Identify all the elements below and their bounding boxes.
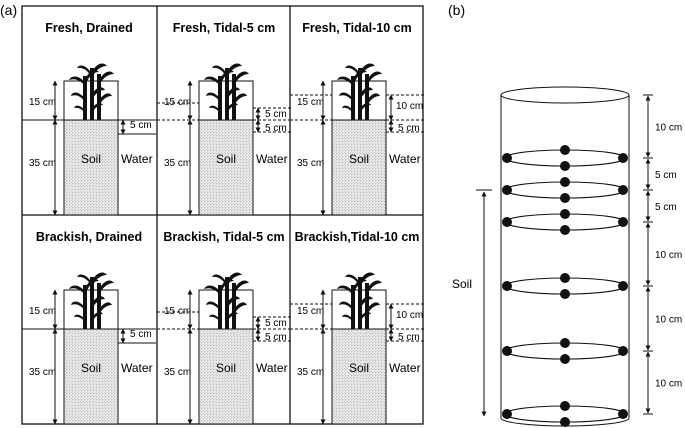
plant-icon bbox=[69, 272, 114, 329]
cell-title: Fresh, Drained bbox=[45, 21, 133, 35]
sensor-dot-left bbox=[502, 281, 512, 291]
panel-b-soil-label: Soil bbox=[452, 277, 472, 291]
water-mark-label: 5 cm bbox=[130, 120, 152, 131]
sampling-ring bbox=[502, 209, 628, 235]
panel-b-core-diagram: 10 cm 5 cm 5 cm 10 cm 10 cm 10 cm Soil bbox=[452, 86, 682, 427]
panel-a-label: (a) bbox=[0, 2, 17, 18]
soil-block bbox=[198, 328, 254, 425]
cell-title: Brackish, Tidal-5 cm bbox=[163, 230, 284, 244]
sensor-dot-back bbox=[560, 401, 570, 411]
dim-label-above: 15 cm bbox=[29, 97, 56, 108]
water-mark-label-1: 5 cm bbox=[265, 318, 287, 329]
soil-block bbox=[198, 119, 254, 216]
cell-title: Fresh, Tidal-10 cm bbox=[302, 21, 412, 35]
sensor-dot-left bbox=[502, 185, 512, 195]
dim-label-below: 35 cm bbox=[164, 367, 191, 378]
soil-block bbox=[63, 328, 119, 425]
soil-label: Soil bbox=[349, 152, 369, 166]
dim-label-above: 15 cm bbox=[297, 97, 324, 108]
water-label: Water bbox=[121, 152, 153, 166]
water-mark-label-1: 5 cm bbox=[265, 109, 287, 120]
treatment-cell: Fresh, Tidal-10 cm Soil Water 15 cm 35 cm 10 … bbox=[290, 21, 424, 216]
water-label: Water bbox=[121, 361, 153, 375]
water-mark-label-2: 5 cm bbox=[398, 123, 420, 134]
segment-label: 5 cm bbox=[655, 202, 677, 213]
sampling-ring bbox=[502, 177, 628, 203]
sensor-dot-right bbox=[618, 153, 628, 163]
water-mark-label-1: 10 cm bbox=[396, 101, 423, 112]
water-label: Water bbox=[256, 152, 288, 166]
water-mark-label: 5 cm bbox=[130, 329, 152, 340]
sensor-dot-right bbox=[618, 346, 628, 356]
segment-label: 10 cm bbox=[655, 379, 682, 390]
sensor-dot-right bbox=[618, 409, 628, 419]
soil-label: Soil bbox=[349, 361, 369, 375]
sensor-dot-back bbox=[560, 338, 570, 348]
dim-label-below: 35 cm bbox=[297, 158, 324, 169]
sensor-dot-back bbox=[560, 177, 570, 187]
segment-label: 10 cm bbox=[655, 250, 682, 261]
sensor-dot-front bbox=[560, 289, 570, 299]
cell-title: Brackish,Tidal-10 cm bbox=[295, 230, 420, 244]
soil-label: Soil bbox=[216, 152, 236, 166]
plant-icon bbox=[337, 272, 382, 329]
sampling-ring bbox=[502, 145, 628, 171]
water-mark-label-1: 10 cm bbox=[396, 310, 423, 321]
segment-label: 10 cm bbox=[655, 315, 682, 326]
cell-title: Brackish, Drained bbox=[36, 230, 142, 244]
dim-label-above: 15 cm bbox=[29, 306, 56, 317]
panel-b-label: (b) bbox=[448, 2, 465, 18]
sensor-dot-back bbox=[560, 145, 570, 155]
soil-block bbox=[331, 119, 387, 216]
dim-label-below: 35 cm bbox=[29, 158, 56, 169]
sensor-dot-right bbox=[618, 185, 628, 195]
plant-icon bbox=[69, 63, 114, 120]
cell-title: Fresh, Tidal-5 cm bbox=[173, 21, 276, 35]
plant-icon bbox=[337, 63, 382, 120]
sensor-dot-front bbox=[560, 225, 570, 235]
sensor-dot-left bbox=[502, 217, 512, 227]
dim-label-above: 15 cm bbox=[297, 306, 324, 317]
cylinder-top bbox=[500, 86, 630, 104]
treatment-cell: Brackish,Tidal-10 cm Soil Water 15 cm 35 cm 1… bbox=[290, 230, 424, 425]
soil-label: Soil bbox=[81, 152, 101, 166]
sampling-ring bbox=[502, 401, 628, 427]
dim-label-below: 35 cm bbox=[297, 367, 324, 378]
sensor-dot-right bbox=[618, 217, 628, 227]
sensor-dot-front bbox=[560, 354, 570, 364]
dim-label-below: 35 cm bbox=[164, 158, 191, 169]
sensor-dot-front bbox=[560, 193, 570, 203]
sensor-dot-back bbox=[560, 273, 570, 283]
sensor-dot-left bbox=[502, 153, 512, 163]
water-mark-label-2: 5 cm bbox=[265, 332, 287, 343]
water-mark-label-2: 5 cm bbox=[398, 332, 420, 343]
sensor-dot-left bbox=[502, 346, 512, 356]
soil-block bbox=[63, 119, 119, 216]
water-label: Water bbox=[389, 152, 421, 166]
soil-label: Soil bbox=[216, 361, 236, 375]
soil-label: Soil bbox=[81, 361, 101, 375]
sensor-dot-right bbox=[618, 281, 628, 291]
dim-label-below: 35 cm bbox=[29, 367, 56, 378]
water-mark-label-2: 5 cm bbox=[265, 123, 287, 134]
sensor-dot-front bbox=[560, 161, 570, 171]
plant-icon bbox=[204, 63, 249, 120]
water-label: Water bbox=[256, 361, 288, 375]
sampling-ring bbox=[502, 273, 628, 299]
water-label: Water bbox=[389, 361, 421, 375]
sensor-dot-front bbox=[560, 417, 570, 427]
segment-label: 5 cm bbox=[655, 170, 677, 181]
soil-block bbox=[331, 328, 387, 425]
sensor-dot-back bbox=[560, 209, 570, 219]
sampling-ring bbox=[502, 338, 628, 364]
segment-label: 10 cm bbox=[655, 123, 682, 134]
sensor-dot-left bbox=[502, 409, 512, 419]
plant-icon bbox=[204, 272, 249, 329]
